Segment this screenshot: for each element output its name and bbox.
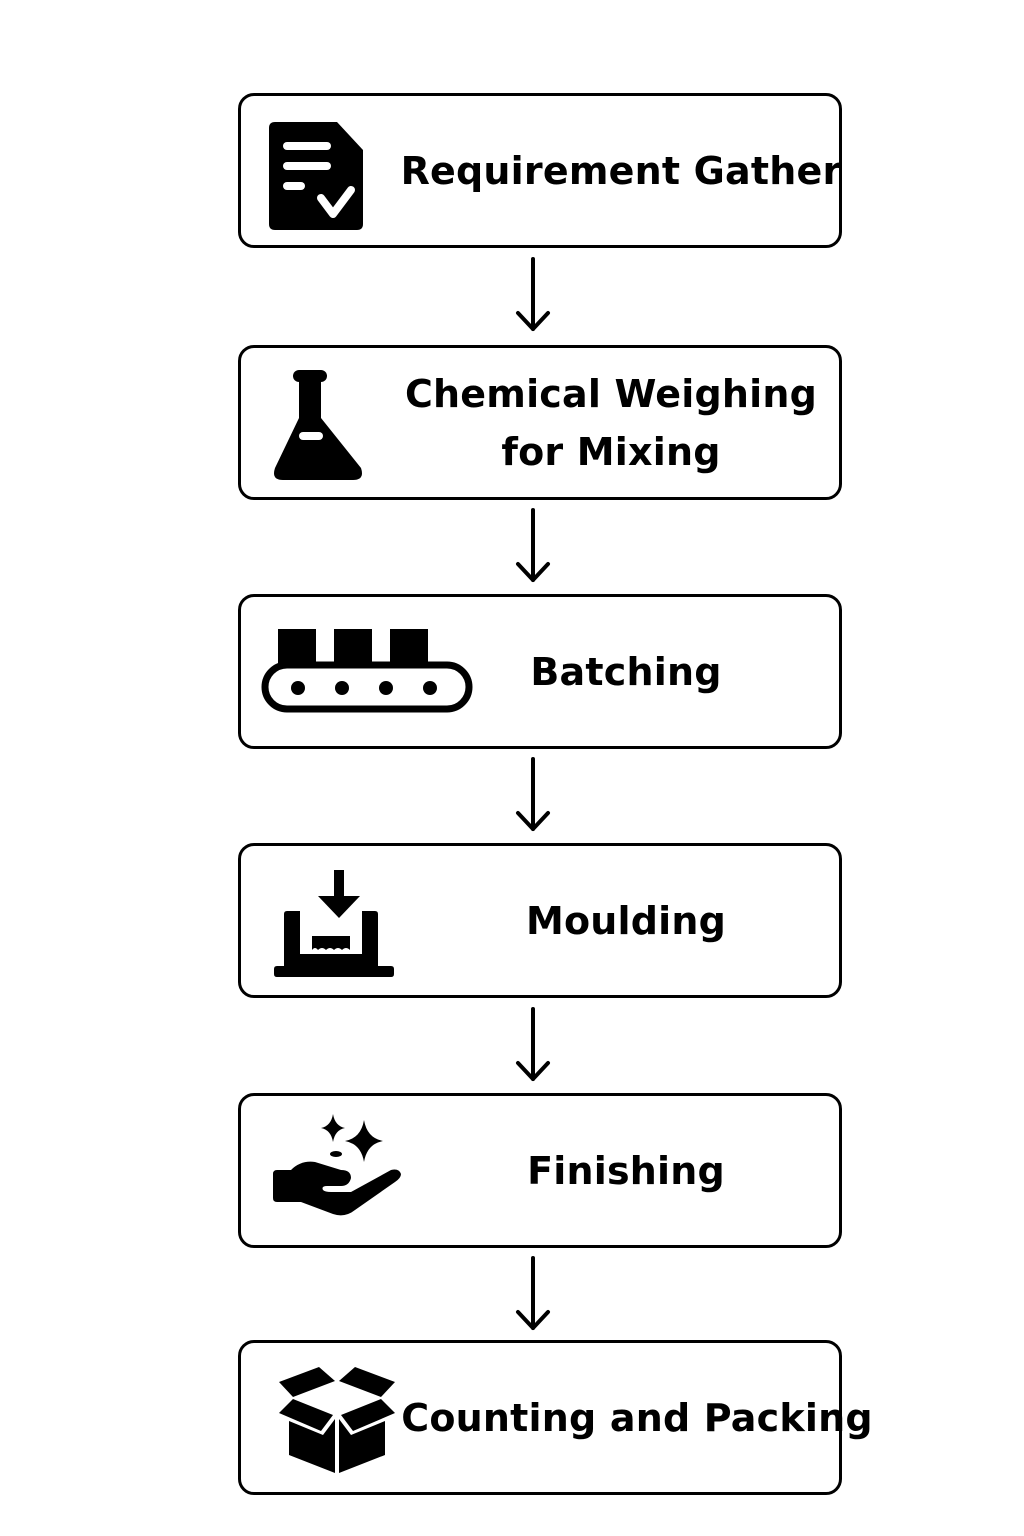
step-label: Moulding: [525, 898, 727, 943]
flask-icon: [274, 370, 362, 480]
arrow-down-icon: [516, 1007, 550, 1081]
open-box-icon: [279, 1367, 395, 1473]
step-batching: Batching: [238, 594, 842, 749]
step-moulding: Moulding: [238, 843, 842, 998]
step-label: Chemical Weighing for Mixing: [381, 348, 841, 497]
step-label: Requirement Gather: [400, 148, 842, 193]
document-check-icon: [269, 122, 363, 230]
arrow-down-icon: [516, 257, 550, 331]
mould-icon: [274, 870, 394, 977]
conveyor-belt-icon: [261, 629, 473, 713]
arrow-down-icon: [516, 757, 550, 831]
step-finishing: Finishing: [238, 1093, 842, 1248]
sparkle-small: [321, 1114, 345, 1142]
step-requirement-gather: Requirement Gather: [238, 93, 842, 248]
step-label: Finishing: [527, 1148, 725, 1193]
step-label: Batching: [530, 649, 722, 694]
arrow-down-icon: [516, 1256, 550, 1330]
step-label: Counting and Packing: [401, 1395, 873, 1440]
step-counting-packing: Counting and Packing: [238, 1340, 873, 1495]
hand-sparkles-icon: [273, 1114, 401, 1216]
sparkle-large: [345, 1120, 383, 1162]
step-label-line-1: Chemical Weighing: [404, 371, 818, 416]
step-chemical-weighing: Chemical Weighing for Mixing: [238, 345, 842, 500]
step-label-line-2: for Mixing: [501, 429, 721, 474]
arrow-down-icon: [516, 508, 550, 582]
